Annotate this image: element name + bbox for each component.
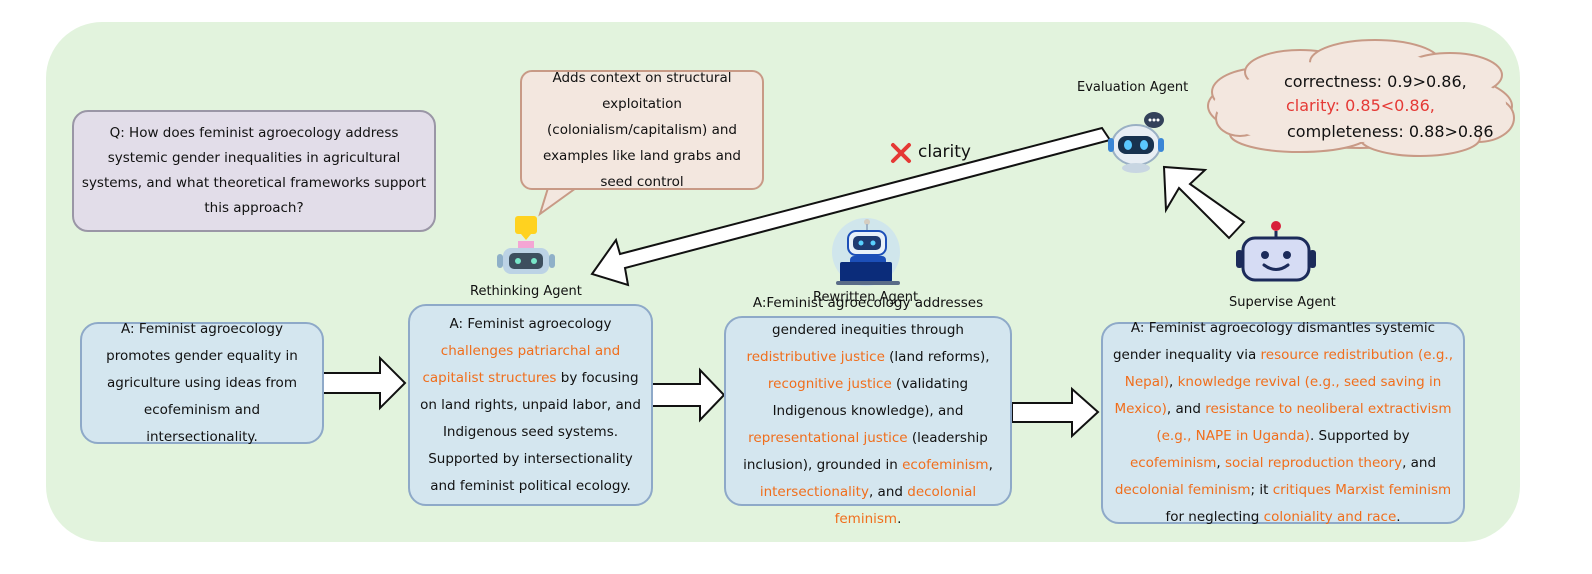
- feedback-arrow: [590, 126, 1112, 287]
- rethinking-answer-text: A: Feminist agroecology challenges patri…: [418, 311, 643, 500]
- answer-segment: A: Feminist agroecology dismantles syste…: [1112, 320, 1436, 363]
- rethinking-speech-bubble: Adds context on structural exploitation …: [520, 70, 764, 190]
- feedback-clarity-label: clarity: [918, 142, 971, 162]
- highlighted-term: ecofeminism: [1129, 455, 1217, 471]
- score-completeness: completeness: 0.88>0.86: [1287, 122, 1494, 141]
- evaluation-robot-icon: [1108, 112, 1164, 173]
- evaluation-agent-label: Evaluation Agent: [1077, 80, 1189, 95]
- score-clarity: clarity: 0.85<0.86,: [1286, 96, 1435, 115]
- answer-segment: , and: [1402, 455, 1437, 471]
- initial-answer-text: A: Feminist agroecology promotes gender …: [106, 320, 298, 445]
- speech-bubble-text: Adds context on structural exploitation …: [543, 70, 741, 190]
- highlighted-term: resistance to neoliberal extractivism (e…: [1156, 401, 1452, 444]
- answer-segment: (land reforms),: [884, 348, 990, 365]
- highlighted-term: knowledge revival (e.g., seed saving in …: [1114, 374, 1442, 417]
- rewritten-answer-box: A:Feminist agroecology addresses gendere…: [724, 295, 1012, 527]
- highlighted-term: ecofeminism: [902, 456, 989, 473]
- highlighted-term: social reproduction theory: [1224, 455, 1403, 471]
- rethinking-robot-icon: [497, 216, 555, 274]
- answer-segment: ; it: [1250, 482, 1273, 498]
- rewritten-agent-label: Rewritten Agent: [813, 290, 919, 305]
- answer-segment: ,: [988, 456, 993, 473]
- flow-arrow-1: [322, 355, 407, 411]
- answer-segment: A:Feminist agroecology addresses gendere…: [752, 294, 984, 338]
- answer-segment: A: Feminist agroecology: [449, 315, 612, 332]
- answer-segment: by focusing on land rights, unpaid labor…: [420, 369, 641, 494]
- highlighted-term: decolonial feminism: [1114, 482, 1251, 498]
- rethinking-answer-box: A: Feminist agroecology challenges patri…: [408, 304, 653, 506]
- score-correctness: correctness: 0.9>0.86,: [1284, 72, 1467, 91]
- flow-arrow-3: [1011, 386, 1100, 439]
- answer-segment: , and: [868, 483, 908, 500]
- fail-x-icon: [891, 143, 911, 163]
- answer-segment: .: [1396, 509, 1401, 525]
- supervise-robot-icon: [1236, 221, 1316, 282]
- highlighted-term: resource redistribution (e.g., Nepal): [1124, 347, 1454, 390]
- rewritten-robot-icon: [832, 218, 900, 286]
- highlighted-term: critiques Marxist feminism: [1272, 482, 1452, 498]
- answer-segment: .: [897, 510, 902, 527]
- answer-segment: ,: [1216, 455, 1225, 471]
- highlighted-term: intersectionality: [759, 483, 869, 500]
- supervise-answer-box: A: Feminist agroecology dismantles syste…: [1101, 320, 1465, 525]
- question-text: Q: How does feminist agroecology address…: [81, 125, 427, 216]
- flow-arrow-2: [651, 367, 726, 423]
- highlighted-term: recognitive justice: [767, 375, 892, 392]
- rethinking-agent-label: Rethinking Agent: [470, 284, 582, 299]
- supervise-answer-text: A: Feminist agroecology dismantles syste…: [1111, 315, 1455, 531]
- answer-segment: , and: [1166, 401, 1206, 417]
- answer-segment: for neglecting: [1165, 509, 1264, 525]
- supervise-agent-label: Supervise Agent: [1229, 295, 1336, 310]
- question-box: Q: How does feminist agroecology address…: [72, 110, 436, 232]
- answer-segment: (leadership inclusion), grounded in: [743, 429, 988, 473]
- answer-segment: . Supported by: [1309, 428, 1410, 444]
- highlighted-term: challenges patriarchal and capitalist st…: [422, 342, 621, 386]
- answer-segment: ,: [1169, 374, 1178, 390]
- highlighted-term: representational justice: [748, 429, 908, 446]
- answer-segment: (validating Indigenous knowledge), and: [772, 375, 969, 419]
- highlighted-term: redistributive justice: [746, 348, 885, 365]
- initial-answer-box: A: Feminist agroecology promotes gender …: [80, 321, 324, 445]
- supervise-to-eval-arrow: [1162, 165, 1246, 240]
- highlighted-term: coloniality and race: [1263, 509, 1397, 525]
- rewritten-answer-text: A:Feminist agroecology addresses gendere…: [734, 290, 1002, 533]
- highlighted-term: decolonial feminism: [834, 483, 977, 527]
